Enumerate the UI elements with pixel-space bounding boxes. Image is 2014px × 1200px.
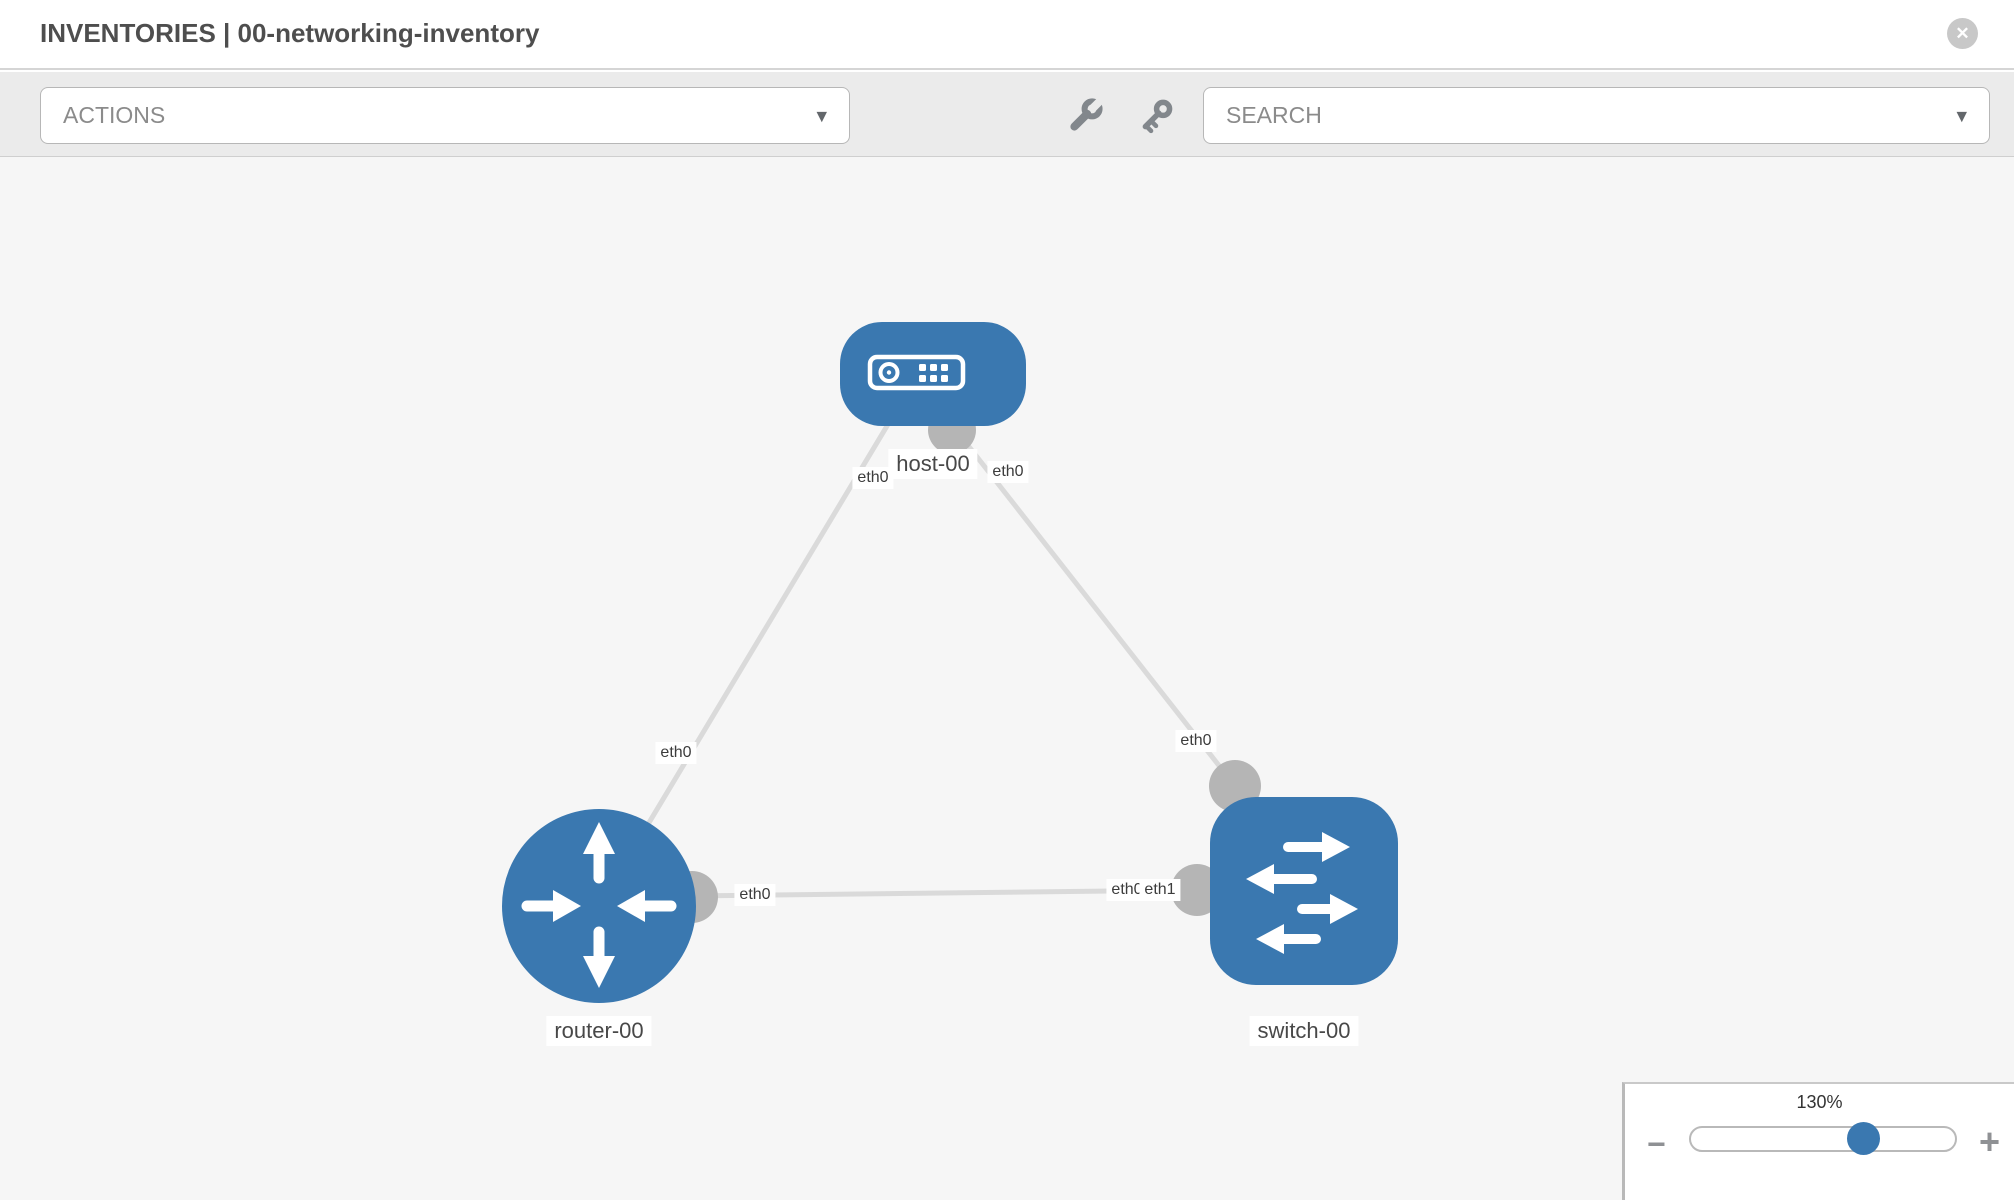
actions-dropdown-label: ACTIONS — [63, 102, 166, 128]
zoom-level-value: 130% — [1796, 1092, 1843, 1112]
node-host[interactable] — [840, 322, 1026, 426]
link-host-switch[interactable] — [950, 423, 1237, 788]
zoom-panel: 130% − + — [1622, 1082, 2014, 1200]
node-switch[interactable] — [1210, 797, 1398, 985]
search-placeholder: SEARCH — [1226, 102, 1322, 128]
zoom-in-button[interactable]: + — [1978, 1121, 2000, 1162]
header: INVENTORIES | 00-networking-inventory ✕ — [0, 0, 2014, 70]
search-dropdown[interactable]: SEARCH ▾ — [1203, 87, 1990, 144]
link-router-switch[interactable] — [689, 887, 1198, 899]
key-icon[interactable] — [1136, 96, 1176, 136]
node-router[interactable] — [502, 809, 696, 1003]
chevron-down-icon: ▾ — [816, 104, 827, 127]
zoom-slider-track[interactable] — [1689, 1122, 1957, 1155]
toolbar: ACTIONS ▾ SEARCH ▾ — [0, 72, 2014, 157]
wrench-icon[interactable] — [1065, 96, 1105, 136]
host-icon — [867, 354, 966, 391]
page-title: INVENTORIES | 00-networking-inventory — [40, 18, 540, 48]
actions-dropdown[interactable]: ACTIONS ▾ — [40, 87, 850, 144]
router-icon — [521, 822, 677, 988]
switch-icon — [1246, 832, 1358, 954]
chevron-down-icon: ▾ — [1956, 104, 1967, 127]
zoom-out-button[interactable]: − — [1647, 1126, 1666, 1162]
close-icon: ✕ — [1955, 24, 1970, 43]
close-button[interactable]: ✕ — [1947, 18, 1978, 49]
zoom-slider-thumb[interactable] — [1847, 1122, 1880, 1155]
